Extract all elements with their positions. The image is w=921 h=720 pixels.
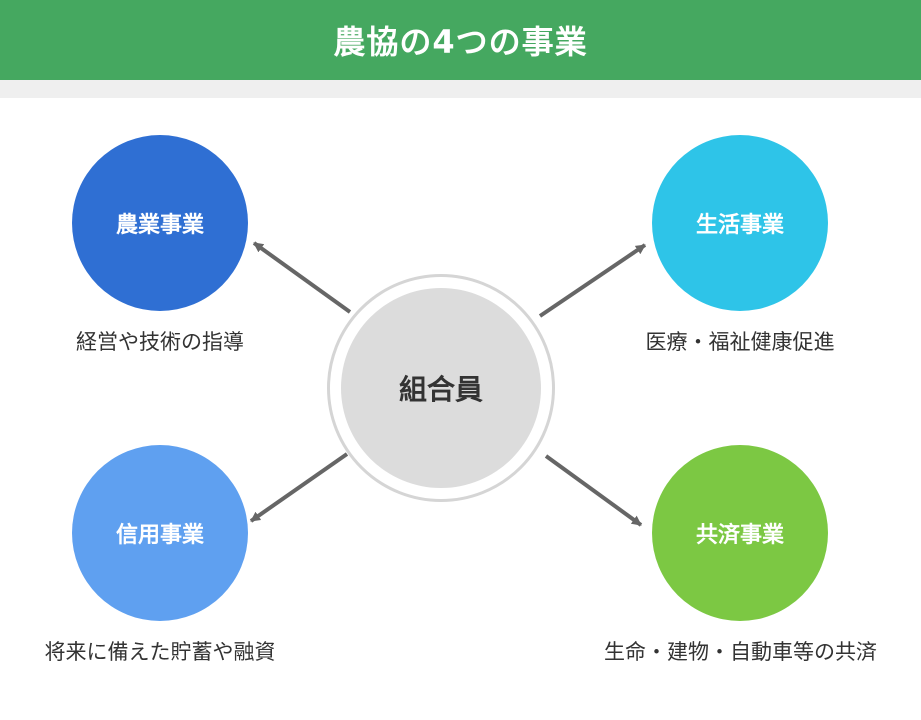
label-living: 生活事業 <box>695 213 784 238</box>
arrow-to-credit <box>249 452 349 523</box>
caption-credit: 将来に備えた貯蓄や融資 <box>44 640 276 664</box>
caption-living: 医療・福祉健康促進 <box>645 330 835 354</box>
center-label: 組合員 <box>398 373 483 406</box>
label-agriculture: 農業事業 <box>115 213 204 238</box>
arrow-to-life <box>538 243 647 318</box>
label-credit: 信用事業 <box>115 523 204 548</box>
circle-agriculture: 農業事業 <box>72 135 248 311</box>
arrow-to-agri <box>252 241 352 314</box>
page-title: 農協の4つの事業 <box>333 23 588 61</box>
header-bar: 農協の4つの事業 <box>0 0 921 80</box>
caption-agriculture: 経営や技術の指導 <box>76 330 244 354</box>
circle-credit: 信用事業 <box>72 445 248 621</box>
circle-mutual-aid: 共済事業 <box>652 445 828 621</box>
arrow-to-mutual <box>544 454 643 527</box>
header-band <box>0 80 921 98</box>
center-node: 組合員 <box>327 274 555 502</box>
label-mutual-aid: 共済事業 <box>695 523 784 548</box>
caption-mutual-aid: 生命・建物・自動車等の共済 <box>604 640 877 664</box>
center-node-inner: 組合員 <box>341 288 541 488</box>
circle-living: 生活事業 <box>652 135 828 311</box>
